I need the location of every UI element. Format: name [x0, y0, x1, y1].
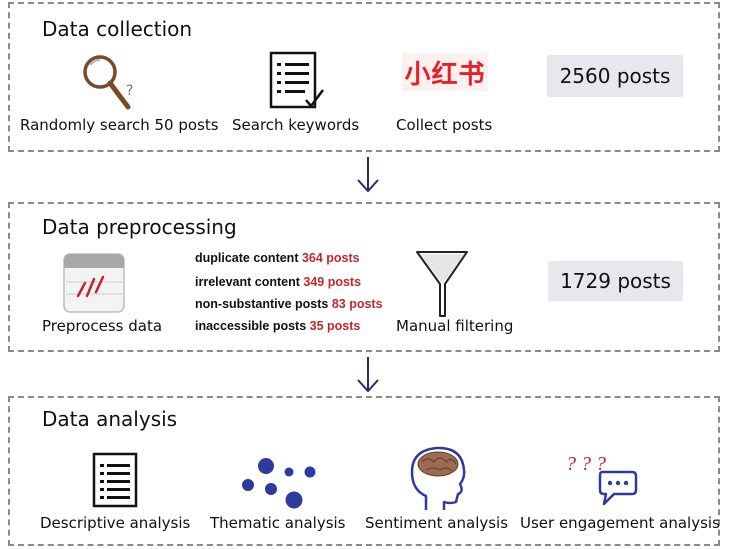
reason-count: 364 posts [301, 251, 360, 265]
section-title: Data preprocessing [42, 215, 237, 239]
dots-cluster-icon [238, 456, 322, 512]
checklist-icon [268, 50, 326, 112]
reason-count: 83 posts [331, 297, 383, 311]
reason-text: inaccessible posts [195, 319, 307, 333]
reason-text: duplicate content [195, 251, 299, 265]
data-preprocessing-section: Data preprocessing Preprocess data dupli… [8, 202, 720, 352]
collected-count: 2560 posts [547, 55, 683, 97]
randomly-search-label: Randomly search 50 posts [20, 116, 219, 134]
filtered-count: 1729 posts [548, 261, 683, 301]
chat-bubble-question-icon: ? ? ? [566, 450, 648, 508]
down-arrow [354, 155, 382, 195]
xiaohongshu-logo-text: 小红书 [404, 59, 486, 90]
xiaohongshu-logo: 小红书 [402, 53, 488, 91]
reason-count: 35 posts [309, 319, 361, 333]
head-brain-icon [404, 442, 476, 514]
search-keywords-label: Search keywords [232, 116, 360, 134]
exclusion-reason-row: non-substantive posts 83 posts [195, 297, 383, 311]
sentiment-analysis-label: Sentiment analysis [365, 514, 509, 532]
data-collection-section: Data collection ? Randomly search 50 pos… [8, 2, 720, 152]
descriptive-analysis-label: Descriptive analysis [40, 514, 191, 532]
section-title: Data collection [42, 17, 193, 41]
svg-text:?: ? [126, 83, 133, 99]
down-arrow [354, 355, 382, 395]
exclusion-reason-row: inaccessible posts 35 posts [195, 319, 360, 333]
exclusion-reason-row: irrelevant content 349 posts [195, 275, 361, 289]
magnifier-question-icon: ? [78, 52, 142, 112]
thematic-analysis-label: Thematic analysis [210, 514, 346, 532]
user-engagement-label: User engagement analysis [520, 514, 720, 532]
funnel-icon [414, 248, 470, 320]
list-document-icon [92, 452, 140, 510]
reason-count: 349 posts [303, 275, 362, 289]
manual-filtering-label: Manual filtering [396, 317, 514, 335]
notepad-icon [62, 252, 126, 314]
reason-text: irrelevant content [195, 275, 300, 289]
section-title: Data analysis [42, 407, 178, 431]
exclusion-reason-row: duplicate content 364 posts [195, 251, 360, 265]
data-analysis-section: Data analysis Descriptive analysis [8, 396, 720, 546]
reason-text: non-substantive posts [195, 297, 329, 311]
svg-text:? ? ?: ? ? ? [566, 453, 606, 475]
preprocess-data-label: Preprocess data [42, 317, 163, 335]
collect-posts-label: Collect posts [396, 116, 493, 134]
